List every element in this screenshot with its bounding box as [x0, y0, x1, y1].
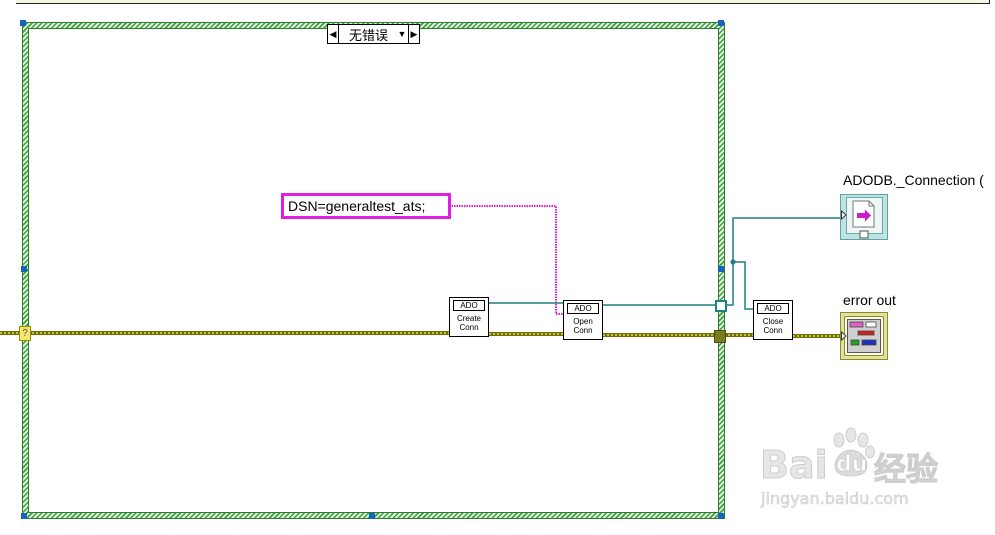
watermark-brand-cn: 经验: [873, 451, 939, 488]
arrow-left-icon[interactable]: ◀: [328, 25, 339, 43]
watermark-brand-left: Bai: [760, 443, 829, 488]
error-wire[interactable]: [0, 331, 842, 338]
dropdown-arrow-icon[interactable]: ▼: [397, 29, 407, 39]
watermark-brand-right: du: [835, 452, 868, 478]
resize-handle-middle-left[interactable]: [21, 266, 27, 272]
error-cluster-indicator-icon: [840, 312, 888, 360]
resize-handle-bottom-left[interactable]: [21, 513, 27, 519]
subvi-label-line1: Create: [456, 314, 481, 323]
error-out-label[interactable]: error out: [843, 292, 896, 308]
string-wire[interactable]: [444, 205, 563, 315]
connection-indicator[interactable]: [840, 194, 888, 240]
case-selector-terminal[interactable]: ?: [19, 326, 31, 341]
dsn-string-constant[interactable]: DSN=generaltest_ats;: [281, 193, 451, 219]
connection-reference-wire[interactable]: [489, 217, 842, 310]
ado-close-conn-subvi[interactable]: ADO Close Conn: [753, 300, 793, 340]
subvi-header: ADO: [757, 303, 789, 314]
arrow-right-icon[interactable]: ▶: [408, 25, 419, 43]
resize-handle-top-right[interactable]: [718, 20, 724, 26]
resize-handle-top-left[interactable]: [20, 20, 26, 26]
subvi-label-line2: Conn: [763, 326, 783, 335]
subvi-label-line2: Conn: [459, 323, 479, 332]
wire-junction-dot: [730, 259, 736, 265]
subvi-header: ADO: [453, 300, 485, 311]
ado-create-conn-subvi[interactable]: ADO Create Conn: [449, 297, 489, 337]
reference-output-tunnel[interactable]: [715, 300, 727, 312]
error-output-tunnel[interactable]: [714, 330, 726, 343]
baidu-paw-icon: [833, 427, 875, 477]
subvi-header: ADO: [567, 303, 599, 314]
upper-frame-edge: [16, 0, 990, 4]
case-selector[interactable]: ◀ 无错误 ▼ ▶: [327, 24, 420, 44]
ado-open-conn-subvi[interactable]: ADO Open Conn: [563, 300, 603, 340]
case-selector-value[interactable]: 无错误: [348, 27, 388, 43]
resize-handle-bottom-right[interactable]: [718, 513, 724, 519]
error-out-indicator[interactable]: [840, 312, 888, 360]
connection-indicator-label[interactable]: ADODB._Connection (: [843, 172, 984, 188]
subvi-label-line2: Conn: [573, 326, 593, 335]
case-structure-diagram[interactable]: [29, 29, 718, 512]
refnum-indicator-icon: [840, 194, 888, 240]
subvi-label-line1: Close: [762, 317, 784, 326]
watermark-url: jingyan.baidu.com: [761, 489, 909, 509]
case-structure[interactable]: [22, 22, 725, 519]
resize-handle-middle-right[interactable]: [718, 266, 724, 272]
subvi-label-line1: Open: [573, 317, 593, 326]
resize-handle-bottom-middle[interactable]: [369, 513, 375, 519]
